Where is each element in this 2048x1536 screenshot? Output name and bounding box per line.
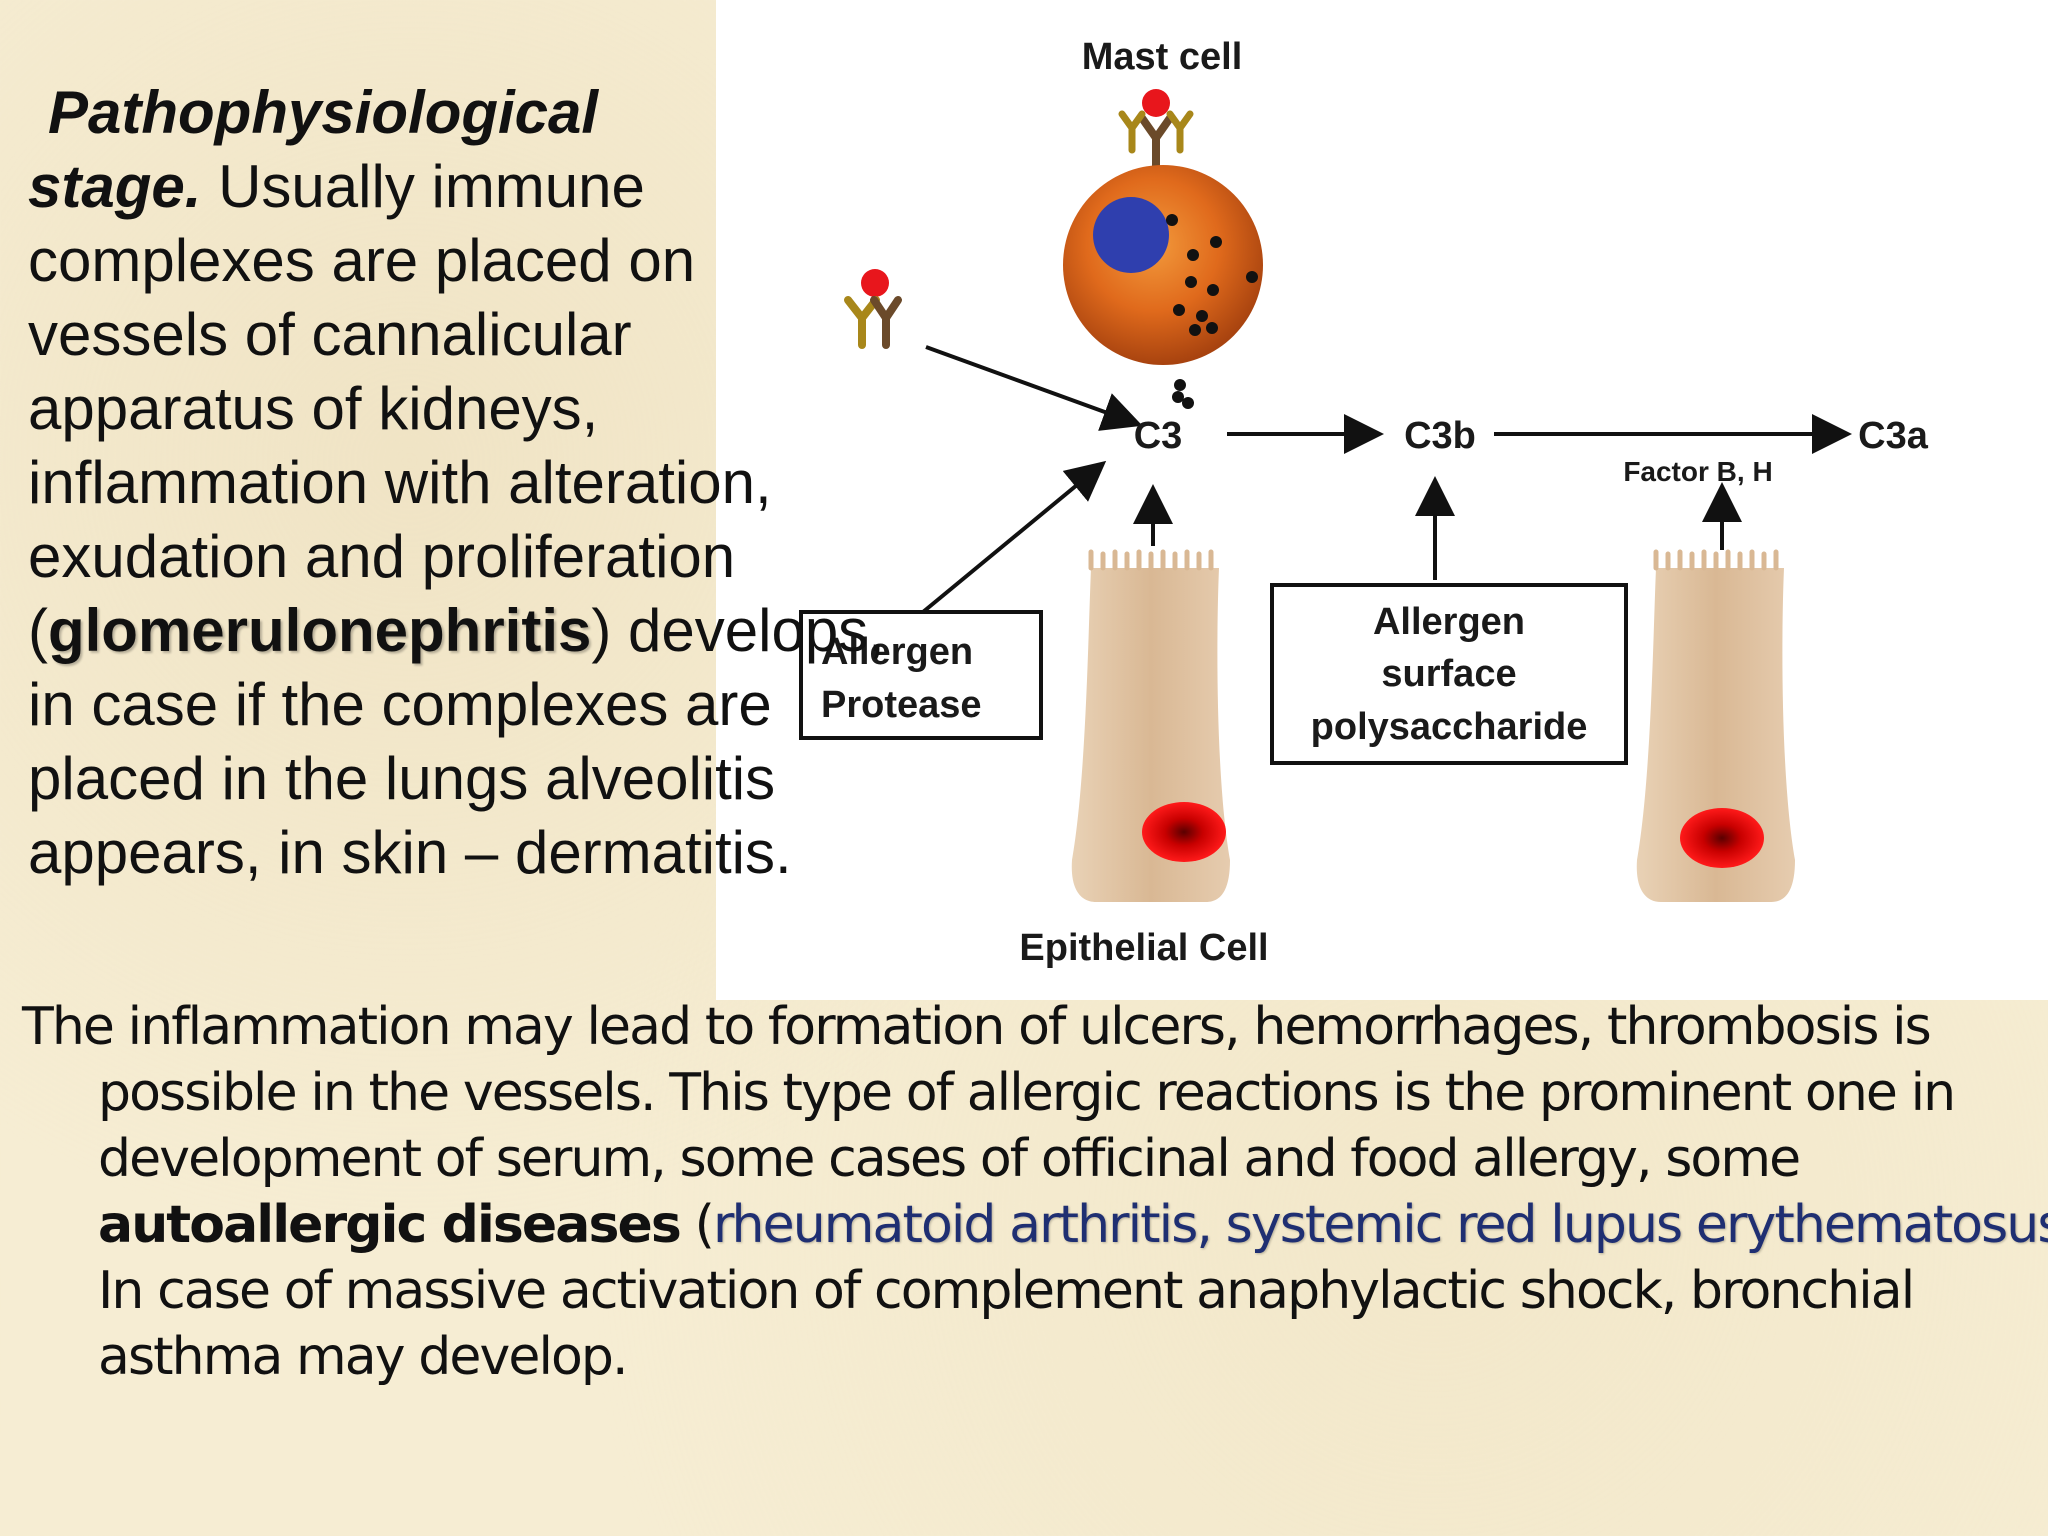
disease-examples-link[interactable]: rheumatoid arthritis, systemic red lupus… <box>712 1195 2048 1255</box>
stage-heading-part-1: Pathophysiological <box>48 79 599 146</box>
body-paragraph: The inflammation may lead to formation o… <box>22 994 2048 1390</box>
glomerulonephritis-term: glomerulonephritis <box>47 597 592 664</box>
allergen-polysaccharide-box: Allergen surface polysaccharide <box>1270 583 1628 765</box>
mast-cell-label: Mast cell <box>1082 36 1243 78</box>
protease-to-c3-arrow <box>921 460 1107 614</box>
c3a-label: C3a <box>1858 415 1929 457</box>
stage-heading-part-2: stage. <box>28 153 202 220</box>
factor-label: Factor B, H <box>1623 456 1772 487</box>
intro-text-a: Usually immune complexes are placed on v… <box>28 153 772 664</box>
complement-diagram: Mast cell <box>716 0 2048 1000</box>
c3-label: C3 <box>1134 415 1183 457</box>
granules-icon <box>1172 379 1194 409</box>
poly-line-3: polysaccharide <box>1311 706 1588 748</box>
body-text-a: The inflammation may lead to formation o… <box>22 997 1956 1189</box>
protease-line-1: Allergen <box>821 631 973 673</box>
body-paren: ( <box>679 1195 715 1255</box>
allergen-protease-box: Allergen Protease <box>799 610 1043 740</box>
diagram-canvas: Mast cell <box>799 36 1929 969</box>
epithelial-cell-label: Epithelial Cell <box>1019 927 1268 969</box>
mast-cell-antibody-icon <box>1118 89 1194 174</box>
protease-line-2: Protease <box>821 684 982 726</box>
antibody-to-c3-arrow <box>925 345 1143 431</box>
mast-cell-icon <box>1063 165 1263 365</box>
intro-paragraph: Pathophysiological stage. Usually immune… <box>28 76 908 890</box>
body-text-b: ). In case of massive activation of comp… <box>98 1261 1915 1387</box>
c3b-label: C3b <box>1404 415 1476 457</box>
autoallergic-term: autoallergic diseases <box>98 1195 682 1255</box>
poly-line-1: Allergen <box>1373 601 1525 643</box>
epithelial-cell-icon <box>1636 549 1795 902</box>
intro-text-b: ) develops, in case if the complexes are… <box>28 597 885 886</box>
free-antibody-icon <box>844 269 902 349</box>
poly-line-2: surface <box>1381 653 1516 695</box>
epithelial-cell-icon <box>1071 549 1230 902</box>
